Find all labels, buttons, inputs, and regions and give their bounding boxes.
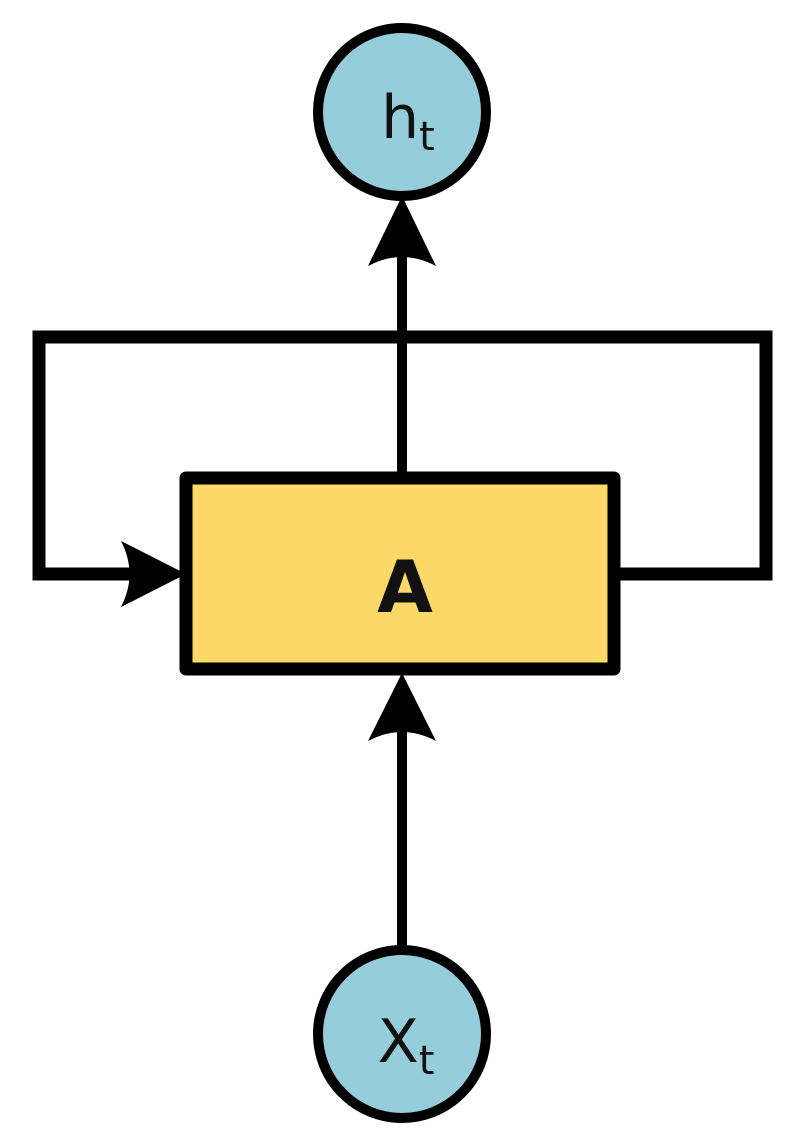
input-node-main: X [378,1007,419,1077]
input-node-subscript: t [419,1038,435,1084]
input-node-label: Xt [378,1007,435,1084]
output-node-label: ht [381,83,435,160]
cell-label: A [377,545,433,629]
output-node [313,23,491,201]
output-node-subscript: t [419,114,435,160]
output-node-main: h [381,83,419,153]
cell-box [179,471,621,676]
loop-arrowhead [121,541,186,607]
input-node [313,945,491,1123]
output-arrowhead [368,196,436,266]
input-arrowhead [368,673,436,741]
